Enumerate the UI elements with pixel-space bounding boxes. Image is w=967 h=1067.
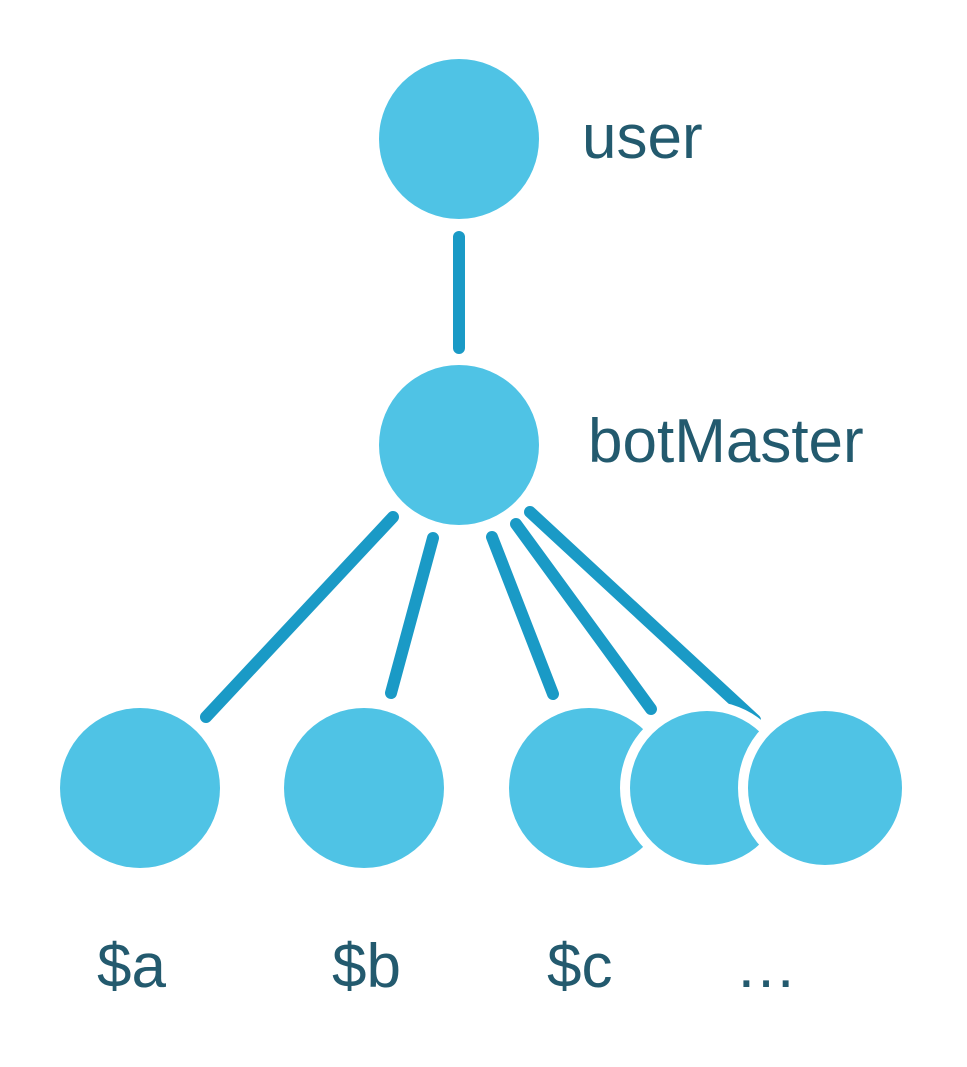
- edge-botmaster-more-2: [524, 506, 761, 726]
- node-a: [60, 708, 220, 868]
- label-botmaster: botMaster: [588, 407, 864, 476]
- node-botmaster: [379, 365, 539, 525]
- node-user: [379, 59, 539, 219]
- edges: [200, 231, 761, 726]
- edge-botmaster-a: [200, 511, 399, 723]
- nodes: [60, 59, 912, 875]
- labels: user botMaster $a $b $c …: [97, 103, 864, 1001]
- label-a: $a: [97, 932, 166, 1001]
- label-c: $c: [547, 932, 612, 1001]
- edge-botmaster-more-1: [510, 518, 657, 715]
- label-user: user: [582, 103, 703, 172]
- label-b: $b: [332, 932, 401, 1001]
- node-b: [284, 708, 444, 868]
- label-more: …: [735, 932, 797, 1001]
- node-c: [509, 708, 669, 868]
- edge-botmaster-b: [385, 532, 439, 699]
- edge-botmaster-c: [486, 531, 559, 700]
- node-more-2: [738, 701, 912, 875]
